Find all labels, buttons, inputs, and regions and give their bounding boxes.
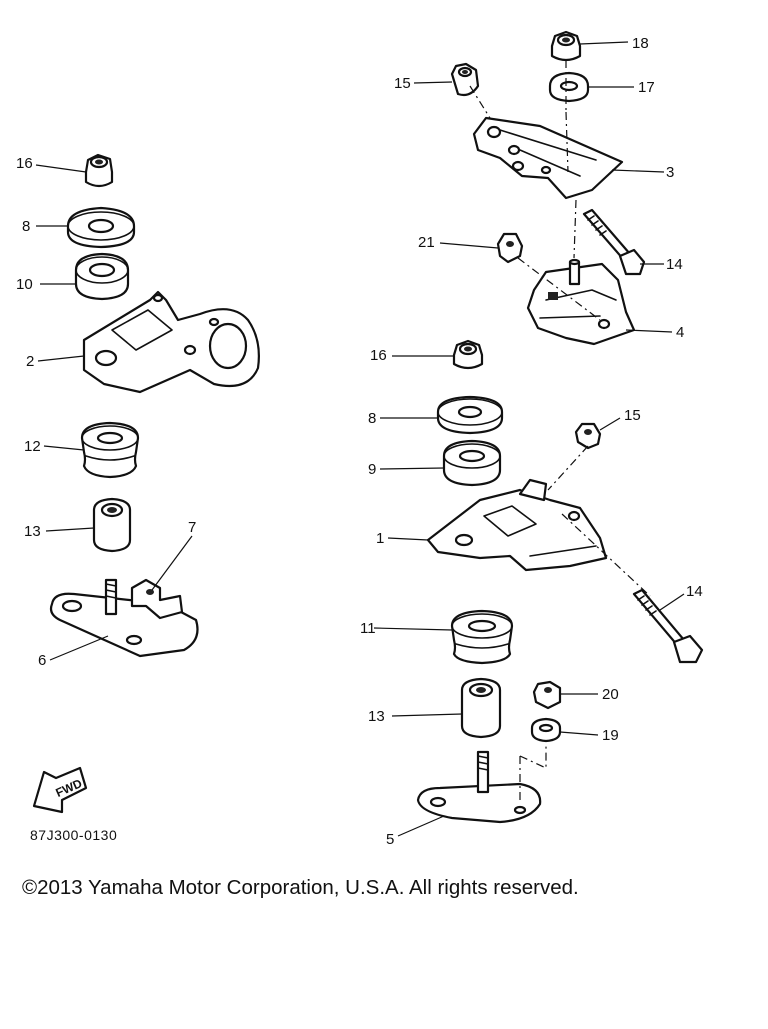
callout-labels: 16 8 10 2 12 13 6 7 15 18 17 3 21 14 4 1…: [16, 35, 703, 848]
callout-19: 19: [602, 727, 619, 744]
callout-9: 9: [368, 461, 376, 478]
part-8-washer-right: [436, 395, 504, 435]
part-14-bolt-right: [632, 588, 704, 664]
callout-8-right: 8: [368, 410, 376, 427]
callout-8-left: 8: [22, 218, 30, 235]
callout-11: 11: [360, 620, 376, 637]
callout-7: 7: [188, 519, 196, 536]
part-15-nut-top: [450, 62, 480, 97]
diagram-code: 87J300-0130: [30, 827, 117, 843]
part-6-plate: [49, 578, 199, 658]
callout-20: 20: [602, 686, 619, 703]
part-3-upper-bracket: [472, 116, 624, 200]
callout-14-top: 14: [666, 256, 683, 273]
callout-14-right: 14: [686, 583, 703, 600]
part-20-nut: [532, 680, 562, 710]
part-7-stay: [130, 578, 184, 620]
part-14-bolt-top: [582, 208, 646, 276]
callout-4: 4: [676, 324, 684, 341]
part-1-lower-bracket: [426, 478, 608, 572]
part-8-washer-left: [66, 206, 136, 249]
part-9-grommet: [442, 439, 502, 487]
part-11-rubber-mount: [450, 609, 514, 665]
part-4-engine-mount: [526, 258, 636, 346]
callout-5: 5: [386, 831, 394, 848]
callout-15-top: 15: [394, 75, 411, 92]
callout-3: 3: [666, 164, 674, 181]
part-16-nut-left: [84, 153, 114, 188]
callout-13-left: 13: [24, 523, 41, 540]
callout-10: 10: [16, 276, 33, 293]
callout-12: 12: [24, 438, 41, 455]
callout-16-left: 16: [16, 155, 33, 172]
fwd-arrow-icon: FWD: [32, 766, 88, 814]
part-19-washer: [530, 717, 562, 743]
leader-lines: [35, 41, 685, 837]
callout-2: 2: [26, 353, 34, 370]
callout-18: 18: [632, 35, 649, 52]
part-13-collar-right: [460, 677, 502, 739]
part-12-rubber-mount: [80, 421, 140, 479]
callout-21: 21: [418, 234, 435, 251]
callout-15-right: 15: [624, 407, 641, 424]
part-15-nut-right: [574, 422, 602, 450]
part-17-washer: [548, 71, 590, 103]
callout-1: 1: [376, 530, 384, 547]
callout-16-right: 16: [370, 347, 387, 364]
part-5-plate: [416, 750, 542, 824]
part-16-nut-right: [452, 339, 484, 370]
part-10-grommet-left: [74, 252, 130, 301]
callout-17: 17: [638, 79, 655, 96]
part-13-collar-left: [92, 497, 132, 553]
part-18-nut: [550, 30, 582, 62]
part-21-nut: [496, 232, 524, 264]
callout-13-right: 13: [368, 708, 385, 725]
callout-6: 6: [38, 652, 46, 669]
part-2-bracket: [82, 290, 260, 394]
copyright-notice: ©2013 Yamaha Motor Corporation, U.S.A. A…: [22, 876, 579, 899]
